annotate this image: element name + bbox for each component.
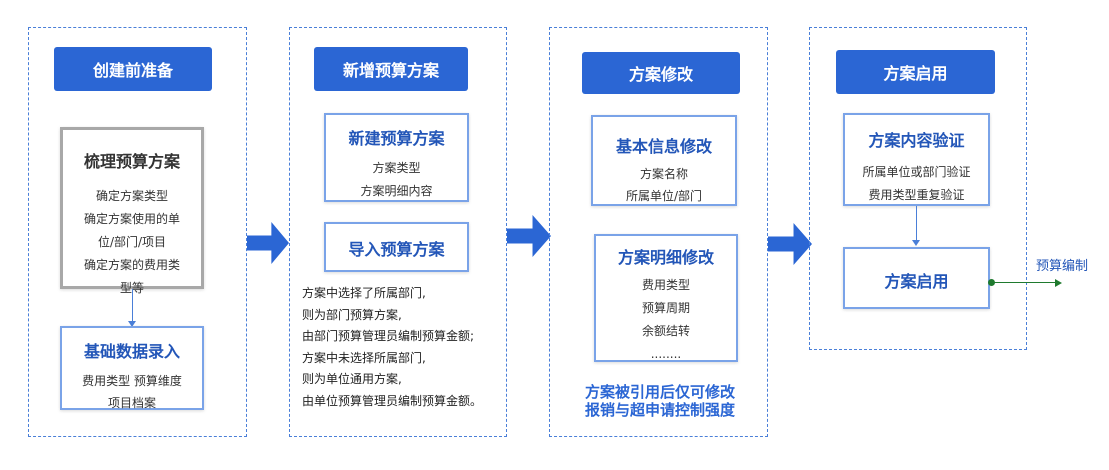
budget-compilation-label: 预算编制	[1036, 259, 1089, 274]
detail-modify-box: 方案明细修改 费用类型 预算周期 余额结转 ........	[594, 234, 738, 362]
basic-info-modify-box: 基本信息修改 方案名称 所属单位/部门	[591, 115, 737, 206]
detail-modify-line: 费用类型	[641, 278, 690, 292]
content-verify-box: 方案内容验证 所属单位或部门验证 费用类型重复验证	[843, 113, 990, 206]
enable-plan-box: 方案启用	[843, 247, 990, 309]
sort-budget-plan-title: 梳理预算方案	[83, 152, 180, 171]
output-arrowhead	[1055, 279, 1062, 287]
flow-arrow	[247, 222, 289, 264]
note-line: 则为部门预算方案,	[302, 307, 402, 322]
stage-modify-header: 方案修改	[582, 52, 740, 94]
stage-enable-header: 方案启用	[836, 50, 995, 94]
create-budget-plan-box: 新建预算方案 方案类型 方案明细内容	[324, 113, 469, 202]
sort-budget-plan-line: 确定方案的费用类	[83, 258, 180, 272]
note-line: 方案被引用后仅可修改	[584, 383, 735, 401]
basic-info-modify-line: 所属单位/部门	[625, 189, 703, 203]
flow-arrow	[507, 215, 551, 257]
sort-budget-plan-line: 位/部门/项目	[97, 235, 167, 249]
note-line: 方案中选择了所属部门,	[302, 286, 426, 300]
basic-info-modify-title: 基本信息修改	[615, 137, 712, 156]
connector-arrowhead	[912, 240, 920, 246]
content-verify-line: 所属单位或部门验证	[862, 165, 971, 179]
note-line: 方案中未选择所属部门,	[302, 350, 426, 365]
sort-budget-plan-line: 确定方案使用的单	[83, 212, 180, 226]
note-line: 报销与超申请控制强度	[584, 401, 735, 419]
stage-new-plan	[289, 27, 507, 437]
sort-budget-plan-line: 确定方案类型	[95, 189, 168, 203]
connector-line	[132, 289, 133, 323]
detail-modify-line: 预算周期	[641, 301, 690, 315]
output-connector-line	[993, 282, 1055, 283]
stage-new-plan-header: 新增预算方案	[314, 47, 468, 91]
detail-modify-title: 方案明细修改	[617, 248, 714, 267]
import-budget-plan-title: 导入预算方案	[348, 240, 445, 259]
base-data-entry-box: 基础数据录入 费用类型 预算维度 项目档案	[60, 326, 204, 410]
base-data-entry-title: 基础数据录入	[83, 342, 180, 361]
create-budget-plan-title: 新建预算方案	[348, 129, 445, 148]
stage-enable	[809, 27, 1027, 350]
content-verify-line: 费用类型重复验证	[868, 188, 965, 202]
detail-modify-line: 余额结转	[641, 324, 690, 338]
modify-restriction-note: 方案被引用后仅可修改 报销与超申请控制强度	[570, 383, 750, 419]
import-budget-plan-box: 导入预算方案	[324, 222, 469, 272]
stage-prepare	[28, 27, 247, 437]
sort-budget-plan-box: 梳理预算方案 确定方案类型 确定方案使用的单 位/部门/项目 确定方案的费用类 …	[60, 127, 204, 295]
department-plan-notes: 方案中选择了所属部门, 则为部门预算方案, 由部门预算管理员编制预算金额; 方案…	[302, 283, 482, 412]
connector-line	[916, 206, 917, 242]
detail-modify-line: ........	[650, 347, 682, 361]
output-connector-dot	[988, 279, 995, 286]
content-verify-title: 方案内容验证	[868, 131, 965, 150]
note-line: 由部门预算管理员编制预算金额;	[302, 329, 475, 343]
connector-arrowhead	[128, 321, 136, 327]
create-budget-plan-line: 方案明细内容	[360, 184, 433, 198]
stage-modify	[549, 27, 768, 437]
enable-plan-title: 方案启用	[884, 272, 949, 291]
note-line: 由单位预算管理员编制预算金额。	[302, 393, 483, 408]
stage-prepare-header: 创建前准备	[54, 47, 212, 91]
basic-info-modify-line: 方案名称	[639, 167, 688, 181]
base-data-entry-line: 费用类型 预算维度	[82, 374, 182, 388]
create-budget-plan-line: 方案类型	[372, 161, 421, 175]
flow-arrow	[768, 223, 812, 265]
note-line: 则为单位通用方案,	[302, 372, 402, 386]
base-data-entry-line: 项目档案	[107, 396, 156, 410]
sort-budget-plan-line: 型等	[119, 281, 144, 295]
